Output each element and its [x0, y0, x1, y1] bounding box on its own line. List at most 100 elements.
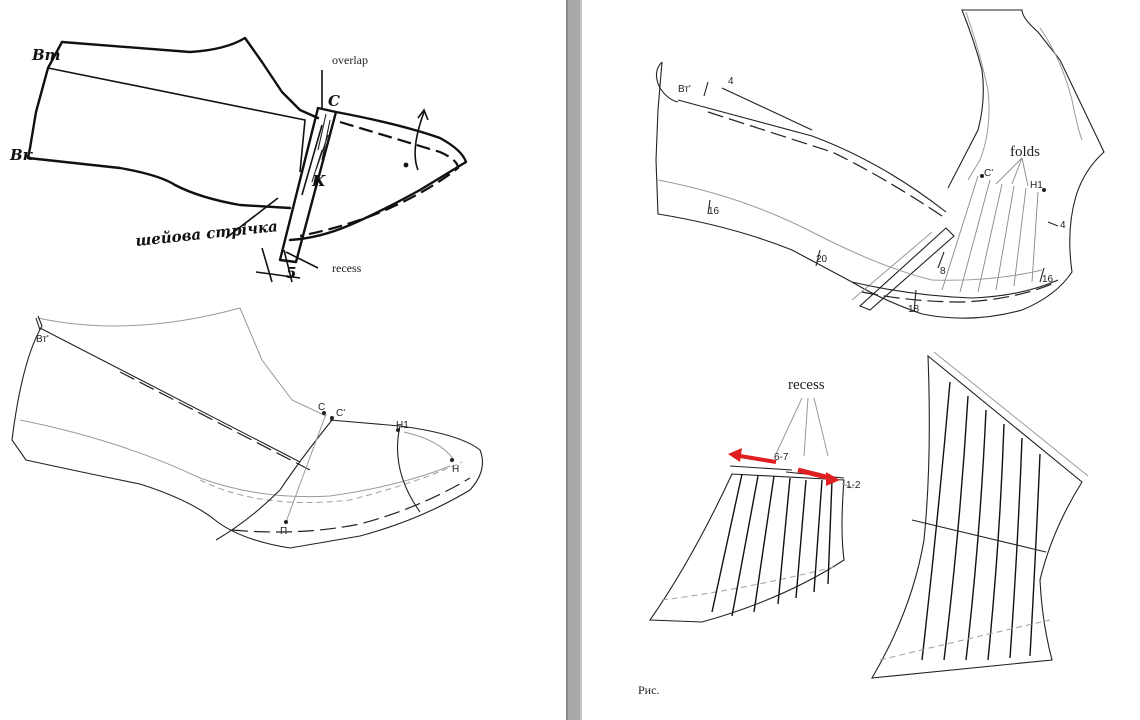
recess-piece-outline	[648, 473, 845, 623]
label-c: С	[328, 92, 340, 110]
boot-top-line	[677, 99, 947, 213]
label-p: П	[280, 526, 287, 537]
dim-label-3: 20	[816, 254, 828, 265]
note-recess: recess	[788, 377, 825, 393]
red-arrow-left-shaft	[739, 454, 777, 464]
curved-arrow-head	[417, 108, 429, 121]
label-bk: Вк	[9, 146, 34, 164]
fold-line-6	[1031, 191, 1039, 283]
label-bt-prime: Вт'	[36, 334, 49, 345]
dim-1-2-leader	[841, 483, 855, 489]
shaft-inner-line	[965, 11, 990, 181]
pattern-heel-notch	[35, 317, 41, 331]
label-c2-prime: С'	[336, 408, 345, 419]
vamp-strip-guide	[851, 231, 933, 301]
caption: Рис.	[638, 683, 659, 697]
seam-label-leader	[225, 197, 279, 239]
label-k: К	[311, 172, 326, 190]
label-bt-prime: Вт'	[678, 84, 691, 95]
fold-line-2	[959, 179, 991, 293]
pattern-diagonal	[39, 327, 301, 463]
pattern-construction-line	[285, 413, 327, 523]
dim-6-7: 6-7	[774, 452, 789, 463]
diagonal-line	[47, 67, 306, 173]
point-h	[450, 458, 454, 462]
seam-strip-inner	[301, 124, 323, 196]
fold-line-1	[941, 175, 979, 291]
pattern-inner-grey-line	[19, 419, 451, 498]
pattern-diagonal-dashed	[119, 371, 311, 471]
upper-sketch-figure: Вт Вк С К 5 шейова стрічка overlap reces…	[9, 36, 468, 283]
vamp-strip	[858, 227, 955, 311]
point-c	[322, 411, 326, 415]
dimension-5-lines	[255, 247, 301, 283]
dim-label-4: 8	[940, 266, 946, 277]
boot-pattern-figure: Вт' С' Н1 folds 4 16 20 8 18 16 4	[655, 9, 1105, 319]
dim-label-1: 4	[728, 76, 734, 87]
left-page-drawings: Вт Вк С К 5 шейова стрічка overlap reces…	[9, 36, 483, 549]
label-h: Н	[452, 464, 459, 475]
point-marker	[403, 162, 409, 168]
left-page: Вт Вк С К 5 шейова стрічка overlap reces…	[0, 0, 566, 720]
recess-leader-lines	[775, 397, 829, 457]
label-5: 5	[286, 264, 296, 282]
point-c-prime	[330, 416, 334, 420]
right-page-drawings: Вт' С' Н1 folds 4 16 20 8 18 16 4 reces	[638, 9, 1105, 697]
pattern-toe-arc	[403, 431, 455, 461]
dim-1-2: 1-2	[846, 480, 861, 491]
dim-label-5: 18	[908, 304, 920, 315]
heel-edge-line	[26, 40, 64, 160]
flat-pattern-figure: Вт' С С' Н1 Н П	[11, 307, 483, 549]
boot-inner-grey-line	[657, 179, 1043, 281]
vamp-outline	[288, 110, 468, 242]
dim-label-7: 4	[1060, 220, 1066, 231]
pattern-inner-grey-dashed	[199, 461, 463, 503]
right-page: Вт' С' Н1 folds 4 16 20 8 18 16 4 reces	[582, 0, 1140, 720]
shaft-cross-line	[911, 519, 1047, 553]
point-h1	[396, 428, 400, 432]
fold-line-3	[977, 183, 1003, 293]
pattern-outline	[11, 315, 483, 549]
boot-pattern-outline	[655, 9, 1105, 319]
boot-lasting-line	[851, 279, 1059, 299]
shaft-piece-outline	[870, 354, 1083, 679]
note-recess: recess	[332, 261, 362, 275]
point-h1	[1042, 188, 1046, 192]
note-folds: folds	[1010, 144, 1040, 160]
recess-darts	[711, 473, 833, 617]
dim-label-2: 16	[708, 206, 720, 217]
shaft-dashed-line	[879, 619, 1051, 661]
pattern-toe-curve	[397, 425, 421, 513]
fold-line-5	[1013, 187, 1027, 287]
boot-top-double	[721, 87, 813, 131]
red-arrow-right-shaft	[797, 467, 831, 481]
recess-piece-dashed	[661, 565, 839, 601]
shaft-outer-grey	[1039, 27, 1083, 141]
red-arrow-left-head	[728, 448, 742, 462]
fold-line-4	[995, 185, 1015, 291]
label-c-prime: С'	[984, 168, 993, 179]
boot-lasting-dashed	[861, 283, 1053, 303]
seam-strip	[278, 106, 338, 264]
vamp-dashed-line	[299, 120, 460, 238]
point-c-prime	[980, 174, 984, 178]
folds-leader	[995, 157, 1029, 187]
recess-pieces-figure: recess 6-7 1-2	[648, 377, 861, 623]
label-h1: Н1	[396, 420, 409, 431]
red-arrow-right-head	[826, 472, 840, 486]
pattern-vamp-seam-line	[215, 419, 333, 541]
label-seam-strip: шейова стрічка	[135, 217, 279, 250]
curved-arrow	[414, 111, 425, 171]
bottom-line	[26, 156, 292, 210]
note-overlap: overlap	[332, 53, 368, 67]
page-gutter	[566, 0, 582, 720]
label-c2: С	[318, 402, 325, 413]
boot-top-dashed-line	[707, 111, 943, 217]
pattern-lasting-dashed	[231, 477, 471, 533]
dim-label-6: 16	[1042, 274, 1054, 285]
dimension-ticks	[703, 81, 1059, 313]
seam-hatching	[311, 113, 331, 183]
recess-leader	[285, 251, 319, 269]
pattern-top-grey-line	[37, 307, 327, 417]
point-p	[284, 520, 288, 524]
